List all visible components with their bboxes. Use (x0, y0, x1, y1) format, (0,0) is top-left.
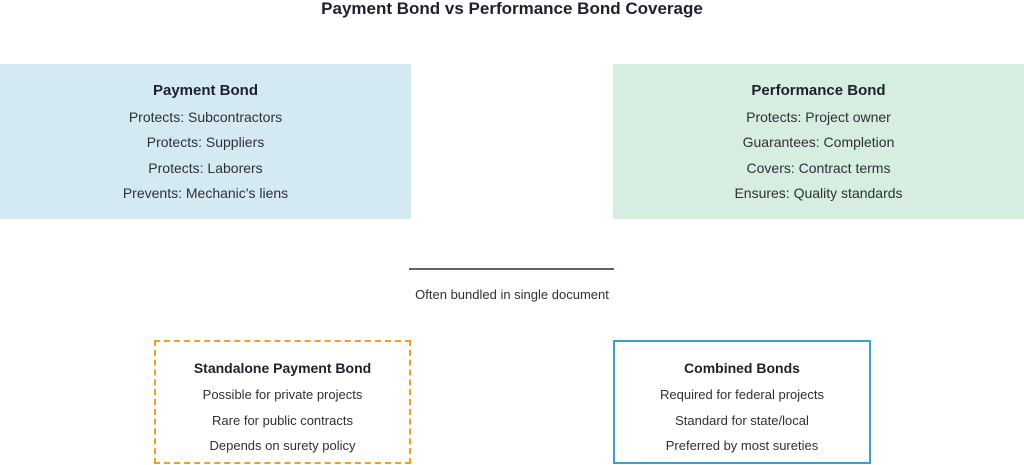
combined-line: Preferred by most sureties (665, 438, 819, 453)
bundle-connector-label: Often bundled in single document (415, 287, 609, 302)
combined-title: Combined Bonds (684, 360, 800, 376)
payment-bond-line: Protects: Laborers (148, 159, 263, 176)
performance-bond-title: Performance Bond (751, 82, 886, 99)
performance-bond-line: Guarantees: Completion (742, 134, 895, 151)
diagram-title: Payment Bond vs Performance Bond Coverag… (321, 0, 703, 18)
performance-bond-line: Protects: Project owner (746, 109, 891, 125)
payment-bond-title: Payment Bond (152, 82, 258, 99)
standalone-line: Depends on surety policy (209, 438, 356, 453)
performance-bond-box: Performance Bond Protects: Project owner… (613, 64, 1024, 219)
payment-bond-line: Protects: Suppliers (146, 134, 265, 151)
payment-bond-line: Protects: Subcontractors (128, 109, 283, 125)
combined-line: Required for federal projects (659, 387, 825, 402)
standalone-line: Possible for private projects (202, 387, 363, 402)
standalone-line: Rare for public contracts (212, 412, 353, 428)
performance-bond-line: Covers: Contract terms (746, 159, 891, 176)
payment-bond-box: Payment Bond Protects: Subcontractors Pr… (0, 64, 411, 219)
combined-bonds-box: Combined Bonds Required for federal proj… (613, 340, 871, 464)
combined-line: Standard for state/local (675, 412, 809, 428)
payment-bond-line: Prevents: Mechanic's liens (122, 184, 289, 201)
standalone-payment-bond-box: Standalone Payment Bond Possible for pri… (154, 340, 411, 464)
performance-bond-line: Ensures: Quality standards (734, 184, 903, 201)
bundle-connector-line (409, 268, 614, 270)
standalone-title: Standalone Payment Bond (193, 360, 372, 376)
